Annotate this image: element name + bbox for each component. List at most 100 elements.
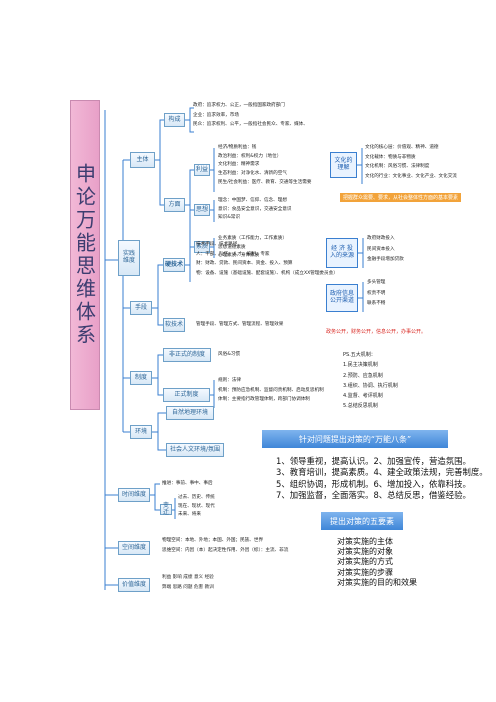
hard-tech-line: 技术手段、技术路径 [196, 242, 238, 247]
gov-disclosure-lines: 多头管理 权责不明 联系不畅 [367, 280, 385, 307]
disclosure-note: 政务公开，财务公开，信息公开，办事公开。 [326, 329, 427, 335]
formal-system-line: 机制：预防应急机制、监督问责机制、启动反思机制 [218, 387, 324, 393]
quality-line: 业务素质（工作能力，工作素质） [218, 236, 287, 241]
system-box: 制度 [130, 371, 152, 385]
culture-line: 文化的行业：文化事业、文化产业、文化交流 [365, 174, 457, 180]
five-mechanisms-line: 5.总结反思机制 [343, 403, 378, 410]
subject-label: 主体 [136, 155, 149, 163]
orange-note: 把握群众需要、要求，从社会整体性方面的基本要素 [340, 193, 462, 202]
hard-tech-box: 硬技术 [163, 258, 185, 272]
eight-items-banner: 针对问题提出对策的“万能八条” [262, 430, 448, 448]
economic-input-line: 金融手段增加贷款 [367, 257, 404, 263]
environment-box: 环境 [130, 425, 152, 439]
composition-lines: 政府：追求权力、公正，一般指国家政府部门 企业：追求效率，市场 民众：追求权利、… [193, 103, 308, 128]
change-label: 变迁 [162, 501, 169, 516]
thought-lines: 理念：中国梦、信仰、信念、理想 意识：食品安全意识，交通安全意识 知识&常识 [218, 198, 292, 221]
change-box: 变迁 [160, 501, 172, 516]
space-line: 物理空间：本地、外地；本国、外国；民族、世界 [162, 538, 264, 543]
five-mechanisms: PS.五大机制： 1.民主决策机制 2.预防、应急机制 3.组织、协调、执行机制… [343, 352, 398, 410]
quality-line: 心理素质、身体素质 [218, 253, 260, 259]
culture-line: 文化载体：物质与非物质 [365, 154, 416, 160]
interest-line: 政治利益：权利&权力（地位） [218, 153, 282, 159]
informal-system-label: 非正式的制度 [168, 350, 205, 358]
composition-line: 民众：追求权利、公平，一般指社会民众、专家、媒体、 [193, 122, 308, 128]
informal-system-line: 风俗&习惯 [218, 352, 240, 357]
five-elements-line: 对策实施的主体 [337, 537, 393, 546]
five-elements-line: 对策实施的对象 [337, 547, 393, 557]
quality-lines: 业务素质（工作能力，工作素质） 思想道德素质 心理素质、身体素质 [218, 236, 287, 259]
time-line: 推进：事前、事中、事后 [162, 481, 213, 486]
interest-line: 文化利益：精神需求 [218, 162, 260, 168]
five-mechanisms-line: 2.预防、应急机制 [343, 372, 383, 379]
quality-box: 素质 [194, 241, 210, 253]
thought-box: 思想 [194, 204, 210, 216]
thought-label: 思想 [195, 205, 208, 213]
formal-system-label: 正式制度 [174, 390, 199, 398]
value-dimension-box: 价值维度 [118, 578, 150, 592]
hard-tech-line: 物：设备、设施（基础设施、配套设施）、机构（成立XX管理委员会） [196, 271, 338, 277]
social-environment-label: 社会人文环境/氛围 [169, 445, 221, 453]
practice-dimension-box: 实践 维度 [118, 240, 140, 276]
economic-input-label: 经 济 投 入的来源 [329, 245, 354, 259]
five-mechanisms-line: 3.组织、协调、执行机制 [343, 382, 398, 389]
formal-system-lines: 规则：法律 机制：预防应急机制、监督问责机制、启动反思机制 体制：主要指行政管理… [218, 378, 324, 403]
eight-items-line: 7、加强监督，全面落实。8、总结反思，借鉴经验。 [276, 490, 471, 501]
interest-line: 生态利益：对净化水、清新的空气 [218, 171, 287, 177]
change-line: 过去、历史、传统 [178, 495, 215, 500]
eight-items-line: 3、教育培训，提高素质。4、建全政策法规，完善制度。 [276, 467, 488, 478]
culture-lines: 文化的核心层：价值观、精神、道德 文化载体：物质与非物质 文化机制：风俗习惯、法… [365, 145, 457, 180]
composition-label: 构成 [168, 115, 181, 123]
space-lines: 物理空间：本地、外地；本国、外国；民族、世界 思维空间：内因（本）起决定性作用、… [162, 538, 288, 553]
space-dimension-box: 空间维度 [118, 541, 150, 555]
five-elements-line: 对策实施的方式 [337, 557, 393, 567]
hard-tech-label: 硬技术 [164, 260, 183, 268]
five-elements-banner: 提出对策的五要素 [321, 512, 403, 530]
economic-input-lines: 政府财政投入 民间资本投入 金融手段增加贷款 [367, 236, 404, 263]
interest-line: 民生/社会利益：医疗、教育、交通等生活需要 [218, 179, 312, 185]
culture-line: 文化机制：风俗习惯、法律制度 [365, 164, 430, 170]
aspects-label: 方面 [168, 200, 181, 208]
gov-disclosure-label: 政府信息 公开渠道 [329, 290, 354, 304]
hard-tech-lines: 技术手段、技术路径 人：干部、队伍、人才、编制、专家 财：财政、贷款、民间资本、… [196, 242, 338, 277]
gov-disclosure-line: 联系不畅 [367, 301, 386, 307]
eight-items-lines: 1、领导重视，提高认识。2、加强宣传，营造氛围。 3、教育培训，提高素质。4、建… [276, 456, 488, 501]
natural-environment-label: 自然地理环境 [171, 408, 208, 416]
page-title: 申论万能思维体系 [72, 163, 97, 347]
soft-tech-label: 软技术 [164, 320, 183, 328]
five-elements-line: 对策实施的目的和效果 [337, 577, 417, 587]
system-label: 制度 [134, 373, 147, 381]
space-dimension-label: 空间维度 [121, 543, 146, 551]
value-line: 弊端 思路 问题 危害 教训 [162, 584, 214, 590]
soft-tech-line: 管理手段、管理方式、管理流程、管理效果 [196, 322, 284, 327]
means-label: 手段 [134, 303, 147, 311]
change-lines: 过去、历史、传统 现在、现状、现代 未来、将来 [178, 495, 215, 518]
five-mechanisms-line: 4.监督、考评机制 [343, 393, 383, 399]
economic-input-line: 政府财政投入 [367, 236, 395, 241]
natural-environment-box: 自然地理环境 [166, 406, 214, 420]
social-environment-box: 社会人文环境/氛围 [166, 443, 224, 457]
economic-input-box: 经 济 投 入的来源 [326, 238, 358, 268]
hard-tech-line: 人：干部、队伍、人才、编制、专家 [196, 251, 270, 257]
culture-box: 文化的 理解 [330, 152, 357, 178]
title-box: 申论万能思维体系 [70, 100, 100, 410]
formal-system-line: 规则：法律 [218, 378, 241, 383]
gov-disclosure-line: 多头管理 [367, 280, 386, 285]
soft-tech-box: 软技术 [163, 318, 185, 332]
composition-line: 企业：追求效率，市场 [193, 112, 239, 118]
space-line: 思维空间：内因（本）起决定性作用、外因（标）：主流、非流 [162, 547, 289, 553]
eight-items-line: 1、领导重视，提高认识。2、加强宣传，营造氛围。 [276, 456, 471, 466]
thought-line: 知识&常识 [218, 215, 240, 221]
aspects-box: 方面 [164, 198, 185, 212]
five-elements-lines: 对策实施的主体 对策实施的对象 对策实施的方式 对策实施的步骤 对策实施的目的和… [337, 537, 417, 588]
interest-label: 利益 [195, 165, 208, 173]
change-line: 未来、将来 [178, 512, 201, 518]
informal-system-box: 非正式的制度 [163, 348, 211, 362]
practice-dimension-label: 实践 维度 [122, 250, 135, 264]
quality-line: 思想道德素质 [218, 244, 246, 250]
value-dimension-label: 价值维度 [121, 580, 146, 588]
formal-system-line: 体制：主要指行政管理体制，跨部门协调体制 [218, 397, 310, 403]
value-line: 利益 影响 成绩 意义 经验 [162, 575, 214, 580]
composition-box: 构成 [164, 113, 185, 127]
means-box: 手段 [130, 301, 152, 315]
culture-box-label: 文化的 理解 [334, 157, 353, 171]
